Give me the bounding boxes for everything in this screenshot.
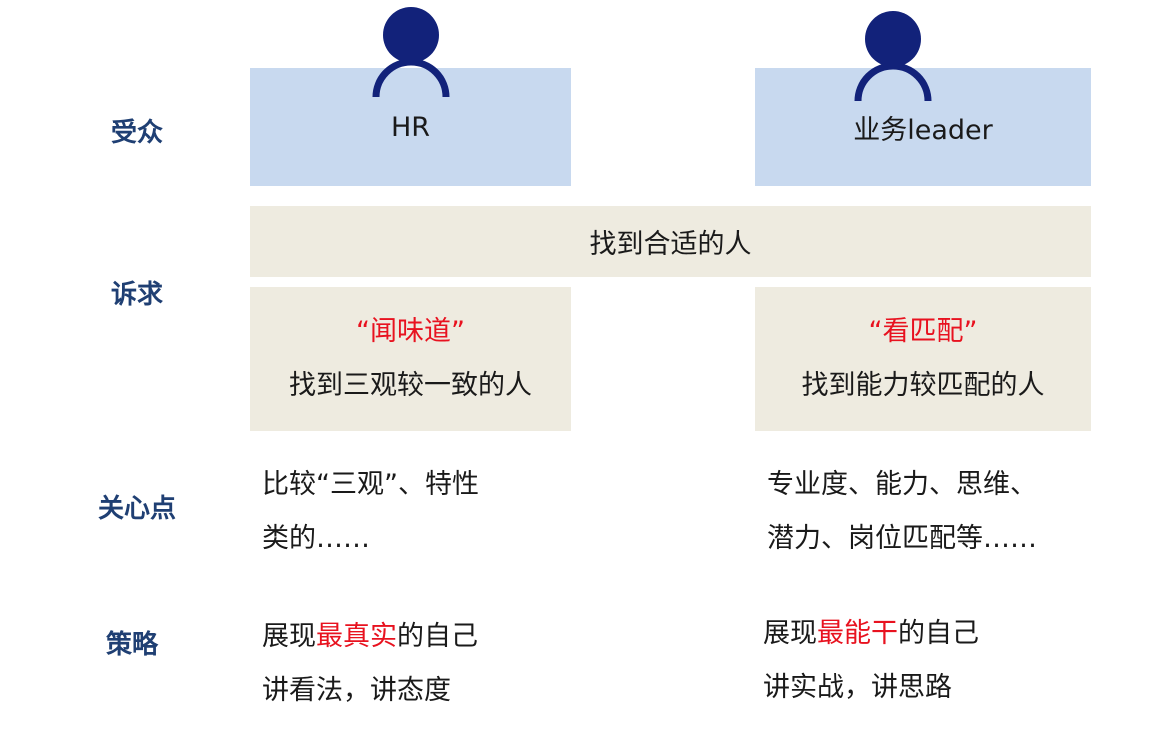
audience-box-leader: 业务leader [755, 68, 1091, 186]
concerns-leader-line1: 专业度、能力、思维、 [767, 469, 1037, 500]
strategy-leader: 展现最能干的自己 讲实战，讲思路 [763, 607, 1093, 715]
row-label-needs: 诉求 [110, 280, 163, 310]
audience-box-hr: HR [250, 68, 571, 186]
concerns-hr: 比较“三观”、特性 类的…… [262, 458, 582, 566]
audience-label-hr: HR [390, 111, 431, 143]
person-icon [372, 7, 450, 98]
concerns-leader-line2: 潜力、岗位匹配等…… [767, 523, 1037, 554]
row-label-concerns: 关心点 [97, 494, 176, 524]
row-label-strategy: 策略 [105, 630, 158, 660]
strategy-hr-pre: 展现 [262, 621, 316, 652]
need-desc-hr: 找到三观较一致的人 [289, 370, 532, 401]
need-tag-hr: “闻味道” [356, 316, 465, 347]
concerns-leader: 专业度、能力、思维、 潜力、岗位匹配等…… [767, 458, 1097, 566]
strategy-leader-pre: 展现 [763, 618, 817, 649]
strategy-leader-post: 的自己 [898, 618, 979, 649]
strategy-leader-line2: 讲实战，讲思路 [763, 672, 952, 703]
concerns-hr-line2: 类的…… [262, 523, 370, 554]
need-desc-leader: 找到能力较匹配的人 [801, 370, 1045, 401]
strategy-hr: 展现最真实的自己 讲看法，讲态度 [262, 610, 592, 718]
strategy-hr-line1: 展现最真实的自己 [262, 610, 592, 664]
strategy-hr-line2: 讲看法，讲态度 [262, 675, 451, 706]
strategy-leader-line1: 展现最能干的自己 [763, 607, 1093, 661]
shared-need-text: 找到合适的人 [589, 229, 752, 260]
person-icon [854, 11, 932, 102]
shared-need-box: 找到合适的人 [250, 206, 1091, 277]
row-label-audience: 受众 [110, 118, 163, 148]
strategy-hr-highlight: 最真实 [316, 621, 397, 652]
need-box-hr: “闻味道” 找到三观较一致的人 [250, 287, 571, 431]
concerns-hr-line1: 比较“三观”、特性 [262, 469, 479, 500]
strategy-hr-post: 的自己 [397, 621, 478, 652]
need-tag-leader: “看匹配” [868, 316, 978, 347]
audience-label-leader: 业务leader [853, 114, 993, 146]
strategy-leader-highlight: 最能干 [817, 618, 898, 649]
need-box-leader: “看匹配” 找到能力较匹配的人 [755, 287, 1091, 431]
